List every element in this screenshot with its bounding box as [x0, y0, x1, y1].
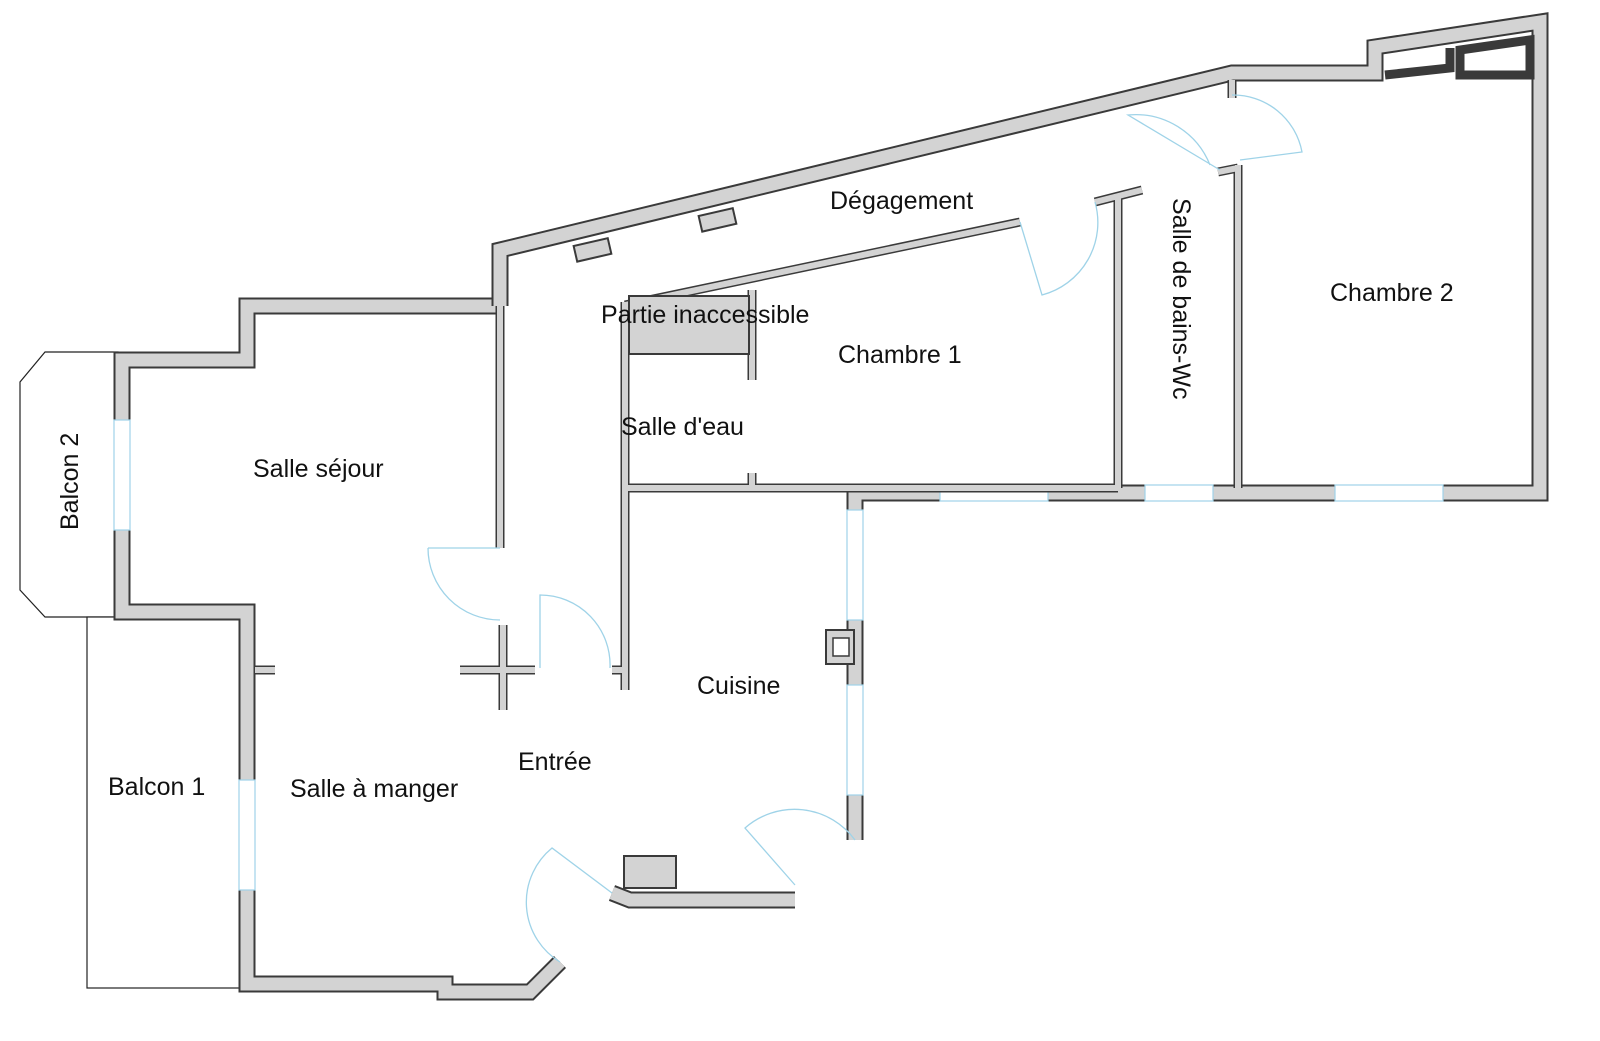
door-salle-eau: [539, 594, 611, 669]
label-cuisine: Cuisine: [697, 672, 780, 700]
label-chambre-1: Chambre 1: [838, 341, 962, 369]
door-sejour: [427, 547, 501, 621]
label-partie-inaccessible: Partie inaccessible: [601, 301, 809, 329]
label-salle-de-bains: Salle de bains-Wc: [1167, 198, 1195, 399]
label-balcon-1: Balcon 1: [108, 773, 205, 801]
label-entree: Entrée: [518, 748, 592, 776]
interior-walls: [255, 80, 1243, 710]
label-salle-sejour: Salle séjour: [253, 455, 384, 483]
exterior-walls: [113, 12, 1549, 1001]
label-degagement: Dégagement: [830, 187, 973, 215]
label-salle-manger: Salle à manger: [290, 775, 458, 803]
door-sdb: [1125, 113, 1221, 171]
label-balcon-2: Balcon 2: [56, 433, 84, 530]
label-chambre-2: Chambre 2: [1330, 279, 1454, 307]
doors: [427, 94, 1303, 963]
windows: [113, 419, 1444, 891]
door-chambre2: [1231, 94, 1303, 161]
door-chambre1: [1019, 201, 1099, 296]
label-salle-eau: Salle d'eau: [621, 413, 744, 441]
door-entry: [525, 847, 613, 963]
inaccessible-area: [628, 295, 750, 355]
balcony-1-outline: [86, 616, 243, 989]
door-cuisine: [744, 808, 856, 886]
